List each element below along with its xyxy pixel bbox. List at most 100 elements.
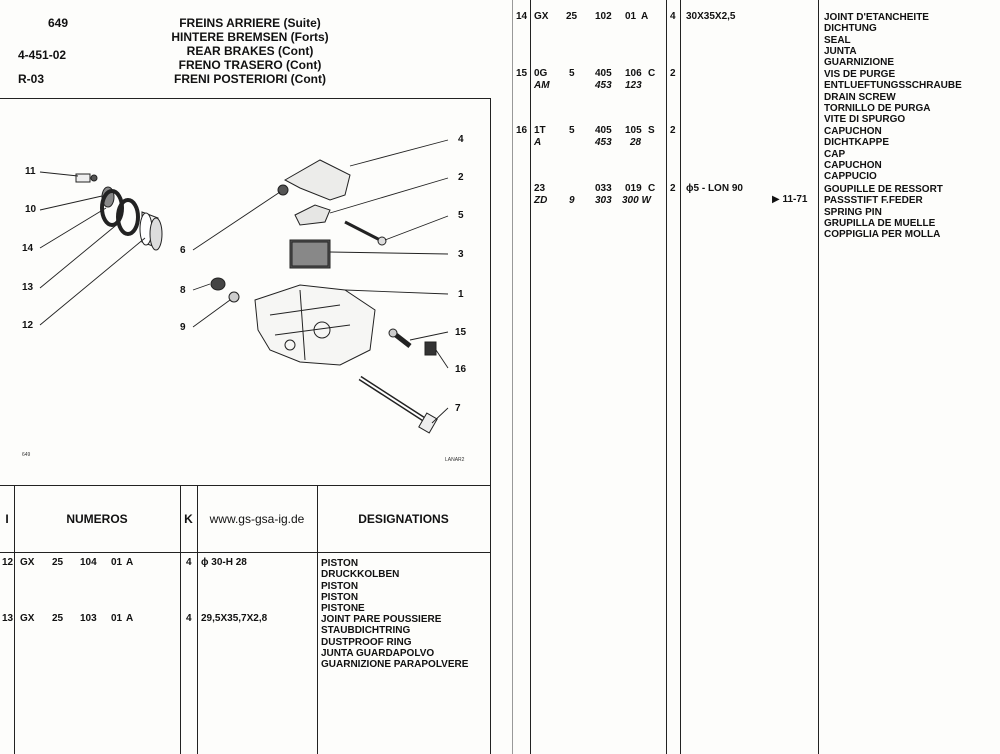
designation-es: JUNTA GUARDAPOLVO (321, 647, 435, 659)
col-header-numeros: NUMEROS (66, 512, 128, 526)
item-number: 14 (516, 11, 528, 22)
callout-16: 16 (455, 364, 467, 375)
part-seal (100, 189, 124, 227)
diagram-footer-right: LANAR2 (445, 457, 465, 463)
col-header-website: www.gs-gsa-ig.de (209, 512, 305, 526)
item-number: 16 (516, 125, 528, 136)
part-n4: A (641, 11, 649, 22)
designation-fr: PISTON (321, 558, 359, 569)
quantity: 4 (670, 11, 676, 22)
callout-5: 5 (458, 210, 464, 221)
right-col-rule-i (530, 0, 531, 754)
part-nut (277, 184, 289, 196)
designation-de: STAUBDICHTRING (321, 625, 411, 637)
part-n2: 033 (595, 183, 612, 194)
alt-n3: 28 (630, 137, 642, 148)
part-prefix: GX (20, 613, 35, 624)
designation-fr: JOINT D'ETANCHEITE (824, 12, 929, 23)
callout-9: 9 (180, 322, 186, 333)
part-cap (424, 341, 437, 356)
part-n2: 103 (80, 613, 97, 624)
item-number: 12 (2, 557, 14, 568)
diagram-footer-left: 649 (22, 452, 31, 458)
callout-15: 15 (455, 327, 467, 338)
spec: 30X35X2,5 (686, 11, 736, 22)
designation-list: PISTON DRUCKKOLBEN PISTON PISTON PISTONE (321, 558, 399, 614)
date-marker: ▶ 11-71 (772, 194, 808, 205)
part-n2: 104 (80, 557, 97, 568)
exploded-brake-diagram (39, 139, 449, 434)
alt-n2: 453 (595, 137, 612, 148)
callout-8: 8 (180, 285, 186, 296)
col-header-k: K (184, 512, 193, 526)
designation-de: DICHTUNG (824, 23, 877, 35)
part-n4: A (126, 557, 134, 568)
designation-fr: GOUPILLE DE RESSORT (824, 184, 943, 195)
designation-es: TORNILLO DE PURGA (824, 102, 931, 114)
designation-es: GRUPILLA DE MUELLE (824, 217, 936, 229)
part-n2: 405 (595, 125, 612, 136)
designation-de: ENTLUEFTUNGSSCHRAUBE (824, 80, 962, 92)
designation-it: VITE DI SPURGO (824, 114, 906, 126)
callout-4: 4 (458, 134, 464, 145)
part-n4: A (126, 613, 134, 624)
alt-prefix: AM (534, 80, 550, 91)
part-brake-pad (289, 239, 331, 269)
quantity: 2 (670, 68, 676, 79)
part-n2: 102 (595, 11, 612, 22)
part-washer-9 (228, 291, 240, 303)
callout-2: 2 (458, 172, 464, 183)
designation-it: COPPIGLIA PER MOLLA (824, 229, 941, 241)
designation-en: DRAIN SCREW (824, 91, 896, 103)
designation-es: JUNTA (824, 45, 857, 57)
alt-n1: 9 (569, 195, 575, 206)
spec: 29,5X35,7X2,8 (201, 613, 268, 624)
title-en: REAR BRAKES (Cont) (186, 44, 314, 58)
title-es: FRENO TRASERO (Cont) (178, 58, 322, 72)
part-piston (139, 211, 163, 251)
designation-de: DRUCKKOLBEN (321, 569, 400, 581)
part-caliper-body (254, 284, 376, 366)
right-col-rule-k (680, 0, 681, 754)
part-n3: 01 (111, 557, 123, 568)
designation-it: GUARNIZIONE (824, 57, 894, 69)
callout-7: 7 (455, 403, 461, 414)
callout-3: 3 (458, 249, 464, 260)
table-top-rule (0, 485, 490, 486)
part-bolt (358, 375, 438, 434)
part-n3: 01 (625, 11, 637, 22)
page-fold (512, 0, 513, 754)
callout-10: 10 (25, 204, 37, 215)
part-prefix: 23 (534, 183, 546, 194)
designation-en: SEAL (824, 34, 851, 46)
designation-en: CAP (824, 148, 846, 160)
right-col-rule-spec (818, 0, 819, 754)
designation-list: CAPUCHON DICHTKAPPE CAP CAPUCHON CAPPUCI… (824, 126, 889, 182)
revision-code: R-03 (18, 72, 45, 86)
part-dust-ring (116, 198, 140, 236)
quantity: 2 (670, 183, 676, 194)
designation-en: PISTON (321, 580, 359, 592)
title-de: HINTERE BREMSEN (Forts) (171, 30, 329, 44)
designation-fr: VIS DE PURGE (824, 69, 896, 80)
designation-es: PISTON (321, 591, 359, 603)
col-rule-numeros (180, 485, 181, 754)
page-number: 649 (48, 16, 69, 30)
part-n3: 01 (111, 613, 123, 624)
right-col-rule-numeros (666, 0, 667, 754)
part-n3: 019 (625, 183, 642, 194)
col-header-designations: DESIGNATIONS (358, 512, 449, 526)
item-number: 13 (2, 613, 14, 624)
designation-it: CAPPUCIO (824, 171, 877, 183)
part-n3: 106 (625, 68, 642, 79)
callout-14: 14 (22, 243, 34, 254)
alt-prefix: ZD (534, 195, 548, 206)
alt-n2: 453 (595, 80, 612, 91)
quantity: 4 (186, 557, 192, 568)
col-rule-i (14, 485, 15, 754)
designation-list: GOUPILLE DE RESSORT PASSSTIFT F.FEDER SP… (824, 184, 943, 240)
quantity: 2 (670, 125, 676, 136)
designation-de: PASSSTIFT F.FEDER (824, 195, 923, 207)
col-rule-k (197, 485, 198, 754)
callout-13: 13 (22, 282, 34, 293)
